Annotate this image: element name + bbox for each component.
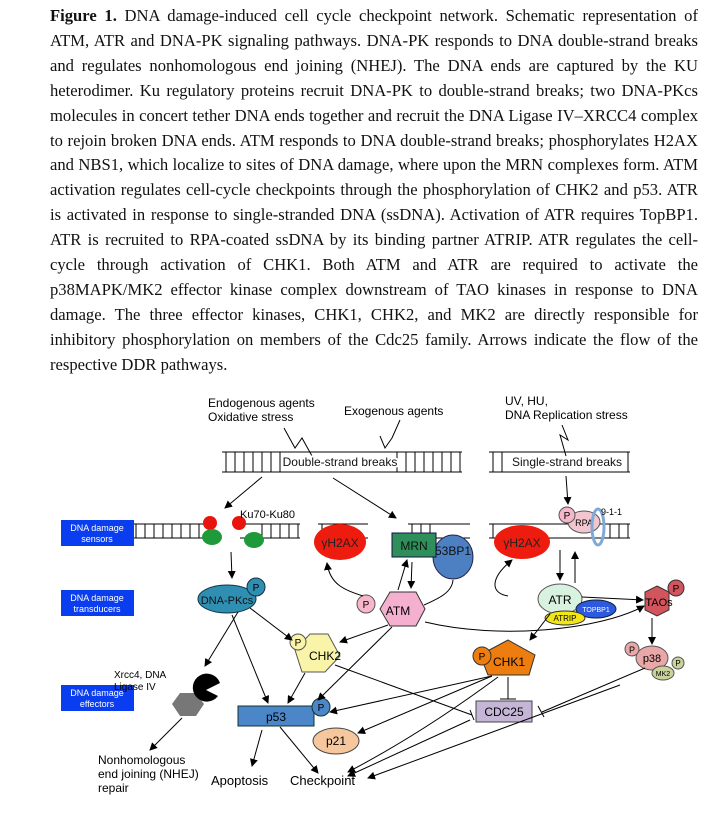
lightning-bolt-middle bbox=[379, 419, 401, 450]
chk2-phospho-label: P bbox=[295, 638, 302, 649]
p21-node bbox=[312, 727, 360, 755]
p38-phospho bbox=[624, 641, 640, 657]
dna-double-strand-top bbox=[222, 451, 629, 473]
ku80-right bbox=[244, 532, 264, 548]
level-transducers-line1: DNA damage bbox=[70, 593, 124, 603]
mrn-label: MRN bbox=[400, 539, 427, 553]
caption-text: DNA damage-induced cell cycle checkpoint… bbox=[50, 6, 698, 374]
apoptosis-label: Apoptosis bbox=[211, 773, 269, 788]
p53-node bbox=[237, 705, 315, 727]
gh2ax-right-node bbox=[494, 525, 550, 559]
dnapkcs-phospho bbox=[246, 577, 266, 597]
ligase-iv-node bbox=[192, 673, 220, 702]
p38-node bbox=[635, 645, 669, 671]
ku70-ku80-label: Ku70-Ku80 bbox=[240, 509, 295, 521]
p21-label: p21 bbox=[326, 734, 346, 748]
chk1-phospho bbox=[472, 646, 492, 666]
mk2-phospho-label: P bbox=[675, 659, 680, 668]
level-sensors-line1: DNA damage bbox=[70, 523, 124, 533]
stress-exogenous-label: Exogenous agents bbox=[344, 404, 443, 418]
atm-label: ATM bbox=[386, 604, 410, 618]
topbp1-node bbox=[575, 599, 617, 619]
nhej-label-line1: Nonhomologous bbox=[98, 753, 185, 767]
cdc25-node bbox=[475, 700, 533, 723]
rpa-label: RPA bbox=[575, 518, 593, 528]
level-effectors-box bbox=[61, 685, 134, 711]
level-sensors-box bbox=[61, 520, 134, 546]
gh2ax-left-label: γH2AX bbox=[321, 536, 358, 550]
dnapkcs-node bbox=[197, 584, 257, 614]
taos-phospho-label: P bbox=[673, 584, 680, 595]
lightning-bolt-right bbox=[559, 424, 570, 457]
dna-single-strand-top bbox=[489, 451, 630, 473]
level-transducers-line2: transducers bbox=[73, 604, 121, 614]
stress-replication-label: DNA Replication stress bbox=[505, 408, 628, 422]
atr-label: ATR bbox=[548, 593, 571, 607]
nine-one-one-label: 9-1-1 bbox=[601, 507, 622, 517]
arrow-ssb-to-rpa bbox=[563, 475, 572, 505]
xrcc4-label-line1: Xrcc4, DNA bbox=[114, 670, 167, 681]
level-sensors-line2: sensors bbox=[81, 534, 113, 544]
nine-one-one-ring bbox=[590, 507, 606, 547]
p53-phospho-label: P bbox=[318, 703, 325, 714]
p53-label: p53 bbox=[266, 710, 286, 724]
mk2-label: MK2 bbox=[656, 671, 671, 678]
xrcc4-label-line2: Ligase IV bbox=[114, 682, 156, 693]
atm-phospho bbox=[356, 594, 376, 614]
chk1-phospho-label: P bbox=[479, 652, 486, 663]
dnapkcs-label: DNA-PKcs bbox=[201, 595, 254, 607]
mrn-node bbox=[391, 532, 437, 558]
p38-label: p38 bbox=[643, 653, 661, 665]
figure-caption: Figure 1. DNA damage-induced cell cycle … bbox=[50, 4, 698, 378]
dnapkcs-phospho-label: P bbox=[253, 583, 260, 594]
gh2ax-left-node bbox=[314, 524, 366, 560]
lightning-bolt-left bbox=[283, 427, 313, 457]
nhej-label-line2: end joining (NHEJ) bbox=[98, 767, 199, 781]
arrow-ku-to-dnapkcs bbox=[227, 551, 236, 579]
nhej-label-line3: repair bbox=[98, 781, 129, 795]
chk2-phospho bbox=[289, 633, 307, 651]
chk2-label: CHK2 bbox=[309, 649, 341, 663]
mk2-phospho bbox=[671, 656, 685, 670]
stress-endogenous-label: Endogenous agents bbox=[208, 396, 315, 410]
arrow-dsb-to-ku bbox=[224, 476, 263, 509]
taos-label: TAOs bbox=[645, 597, 673, 609]
stress-uv-label: UV, HU, bbox=[505, 394, 548, 408]
atrip-node bbox=[544, 610, 586, 626]
level-effectors-line2: effectors bbox=[80, 699, 115, 709]
stress-oxidative-label: Oxidative stress bbox=[208, 410, 293, 424]
ku70-left bbox=[203, 516, 217, 530]
topbp1-label: TOPBP1 bbox=[582, 607, 610, 614]
atm-phospho-label: P bbox=[363, 600, 370, 611]
double-strand-breaks-label: Double-strand breaks bbox=[283, 455, 398, 469]
p38-phospho-label: P bbox=[629, 645, 635, 655]
bp53-label: 53BP1 bbox=[435, 544, 471, 558]
rpa-phospho bbox=[558, 506, 576, 524]
level-effectors-line1: DNA damage bbox=[70, 688, 124, 698]
mk2-node bbox=[651, 665, 675, 681]
rpa-phospho-label: P bbox=[564, 511, 571, 522]
atm-node bbox=[379, 591, 426, 627]
arrow-dsb-to-mrn bbox=[332, 477, 397, 519]
atrip-label: ATRIP bbox=[554, 614, 577, 623]
pathway-edges bbox=[149, 559, 656, 780]
level-transducers-box bbox=[61, 590, 134, 616]
taos-phospho bbox=[667, 579, 685, 597]
checkpoint-label: Checkpoint bbox=[290, 773, 355, 788]
xrcc4-node bbox=[172, 693, 204, 716]
cdc25-label: CDC25 bbox=[484, 705, 524, 719]
chk1-label: CHK1 bbox=[493, 655, 525, 669]
single-strand-breaks-label: Single-strand breaks bbox=[512, 455, 622, 469]
ku70-right bbox=[232, 516, 246, 530]
ku80-left bbox=[202, 529, 222, 545]
gh2ax-right-label: γH2AX bbox=[503, 536, 540, 550]
caption-label: Figure 1. bbox=[50, 6, 117, 25]
